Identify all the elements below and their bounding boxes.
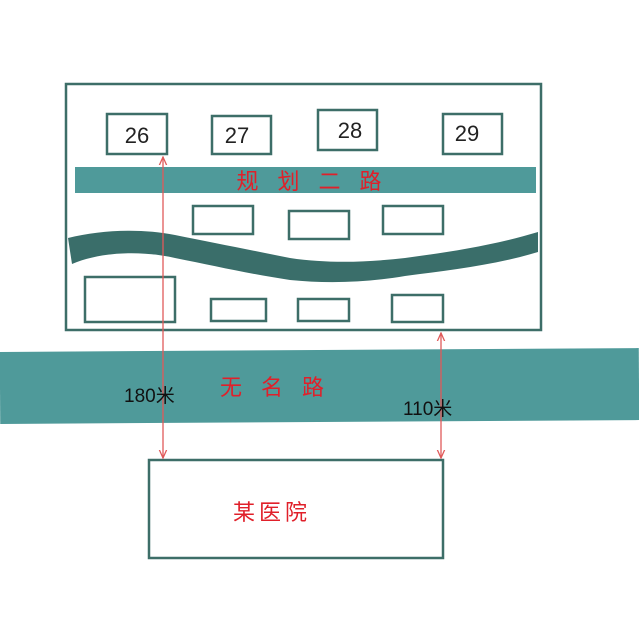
building-number: 29 [455, 121, 479, 146]
compound-boundary [64, 82, 543, 332]
river [68, 230, 538, 283]
building-number: 26 [125, 123, 149, 148]
distance-right-label: 110米 [403, 398, 452, 420]
building-27: 27 [210, 114, 273, 156]
building [296, 297, 351, 323]
building-26: 26 [105, 112, 169, 156]
building [390, 293, 445, 324]
building [83, 275, 177, 324]
hospital [147, 458, 445, 560]
building [191, 204, 255, 236]
unnamed-road-label: 无 名 路 [220, 376, 330, 401]
building [287, 209, 351, 241]
distance-left-label: 180米 [124, 385, 175, 407]
building-number: 28 [338, 118, 362, 143]
building-28: 28 [316, 108, 379, 152]
planned-road-label: 规 划 二 路 [237, 170, 388, 195]
building [209, 297, 268, 323]
building-29: 29 [441, 112, 504, 156]
planned-road [75, 167, 536, 193]
hospital-label: 某医院 [233, 501, 311, 526]
building-number: 27 [225, 123, 249, 148]
building [381, 204, 445, 236]
